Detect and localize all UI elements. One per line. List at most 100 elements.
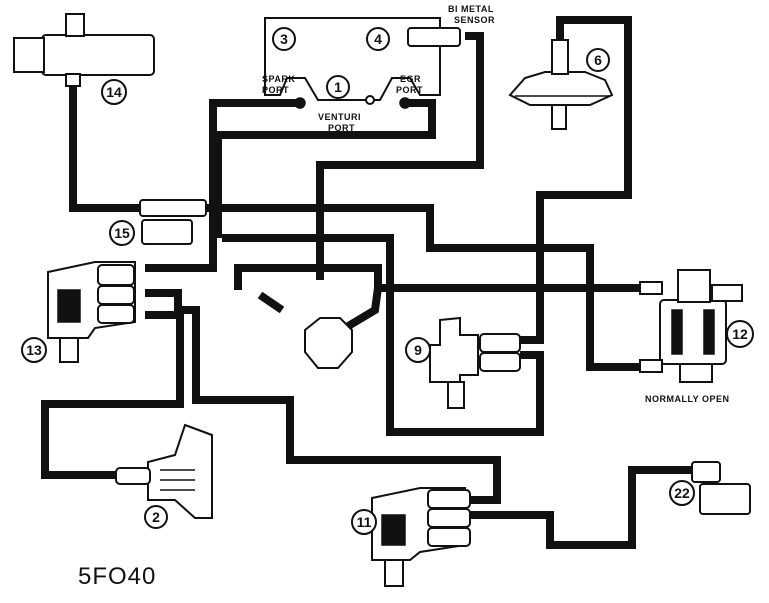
pvs-11-internals	[381, 514, 406, 546]
pvs-9-port-a	[479, 333, 521, 353]
callout-6-circle	[586, 48, 610, 72]
valve-2-plate	[147, 423, 213, 519]
solenoid-housing	[659, 299, 727, 365]
callout-2: 2	[144, 505, 168, 529]
venturi-port-label-line1: VENTURI	[318, 112, 361, 122]
solenoid-port-upper	[639, 281, 663, 295]
pvs-13-port-c	[97, 304, 135, 324]
callout-3: 3	[272, 27, 296, 51]
component-2-vacuum-valve	[115, 423, 213, 519]
callout-6-text: 6	[594, 52, 602, 68]
vacuum-tee-body	[304, 317, 353, 369]
center-vacuum-tee	[304, 317, 353, 369]
hose-spark-to-13	[145, 99, 300, 272]
reservoir-cap	[13, 37, 45, 73]
spark-port-label-line1: SPARK	[262, 74, 295, 84]
pvs-13-port-b	[97, 285, 135, 305]
callout-1-text: 1	[334, 79, 342, 95]
solenoid-port-lower	[639, 359, 663, 373]
pvs-13-port-a	[97, 264, 135, 286]
egr-port-label-line1: EGR	[400, 74, 421, 84]
callout-2-text: 2	[152, 509, 160, 525]
hose-bimetal-down	[316, 32, 484, 280]
component-12-solenoid-valve	[639, 269, 743, 383]
callout-9: 9	[405, 337, 431, 363]
callout-22-text: 22	[674, 485, 690, 501]
component-14-vacuum-reservoir	[13, 13, 155, 87]
pvs-9-body	[429, 316, 479, 383]
callout-14-text: 14	[106, 84, 122, 100]
venturi-port-label-line2: PORT	[328, 123, 355, 133]
solenoid-top-cap	[677, 269, 711, 303]
valve-2-internals	[160, 469, 195, 491]
pvs-13-internals	[57, 289, 81, 323]
delay-valve-body	[508, 71, 614, 106]
component-9-ported-vacuum-switch	[429, 316, 521, 409]
callouts: 1 2 3 4 6 9 11 12	[21, 27, 754, 535]
hose-15-cross	[205, 204, 655, 371]
callout-3-circle	[272, 27, 296, 51]
egr-port-fitting	[399, 97, 411, 109]
callout-13: 13	[21, 337, 47, 363]
hose-venturi-loop	[214, 99, 436, 238]
callout-1-circle	[326, 75, 350, 99]
carburetor-body	[264, 17, 441, 101]
restrictor-tee	[139, 199, 207, 217]
pvs-11-port-a	[427, 489, 471, 509]
venturi-port-hole	[365, 95, 375, 105]
bimetal-sensor-label-line1: BI METAL	[448, 4, 494, 14]
hose-to-manifold-left	[257, 291, 285, 314]
spark-port-fitting	[294, 97, 306, 109]
reservoir-22-body	[699, 483, 751, 515]
callout-12-circle	[726, 320, 754, 348]
callout-1: 1	[326, 75, 350, 99]
callout-15: 15	[109, 220, 135, 246]
component-22-vacuum-reservoir	[691, 461, 751, 515]
callout-13-text: 13	[26, 342, 42, 358]
valve-2-port	[115, 467, 151, 485]
pvs-9-stem	[447, 381, 465, 409]
callout-14-circle	[101, 79, 127, 105]
callout-6: 6	[586, 48, 610, 72]
carburetor-spacer-assembly	[264, 17, 461, 109]
hose-to-manifold-right	[342, 287, 382, 332]
callout-4: 4	[366, 27, 390, 51]
solenoid-coil-left	[671, 309, 683, 355]
callout-11: 11	[351, 509, 377, 535]
hose-11-to-22	[470, 466, 697, 549]
hose-13-to-11	[145, 289, 501, 504]
component-15-restrictor	[139, 199, 207, 245]
delay-valve-top-nipple	[551, 39, 569, 75]
pvs-13-stem	[59, 337, 79, 363]
normally-open-label: NORMALLY OPEN	[645, 394, 730, 404]
callout-3-text: 3	[280, 31, 288, 47]
callout-11-circle	[351, 509, 377, 535]
bimetal-sensor	[407, 27, 461, 47]
callout-15-circle	[109, 220, 135, 246]
callout-22-circle	[669, 480, 695, 506]
callout-15-text: 15	[114, 225, 130, 241]
callout-4-text: 4	[374, 31, 382, 47]
hose-14-to-15	[69, 84, 140, 212]
hose-9-loop	[222, 234, 544, 436]
restrictor-block	[141, 219, 193, 245]
bimetal-sensor-label-line2: SENSOR	[454, 15, 495, 25]
egr-port-label-line2: PORT	[396, 85, 423, 95]
component-6-vacuum-delay-valve	[508, 39, 614, 130]
callout-22: 22	[669, 480, 695, 506]
callout-11-text: 11	[357, 514, 372, 530]
callout-14: 14	[101, 79, 127, 105]
callout-2-circle	[144, 505, 168, 529]
pvs-9-port-b	[479, 352, 521, 372]
reservoir-body	[41, 34, 155, 76]
vacuum-hoses	[41, 16, 697, 549]
callout-12: 12	[726, 320, 754, 348]
port-labels: BI METAL SENSOR SPARK PORT EGR PORT VENT…	[78, 4, 730, 590]
pvs-11-port-c	[427, 527, 471, 547]
hose-13-to-2	[41, 311, 184, 479]
reservoir-bottom-port	[65, 73, 81, 87]
callout-12-text: 12	[732, 326, 748, 342]
hose-6-down	[520, 16, 632, 344]
figure-code: 5FO40	[78, 563, 156, 590]
